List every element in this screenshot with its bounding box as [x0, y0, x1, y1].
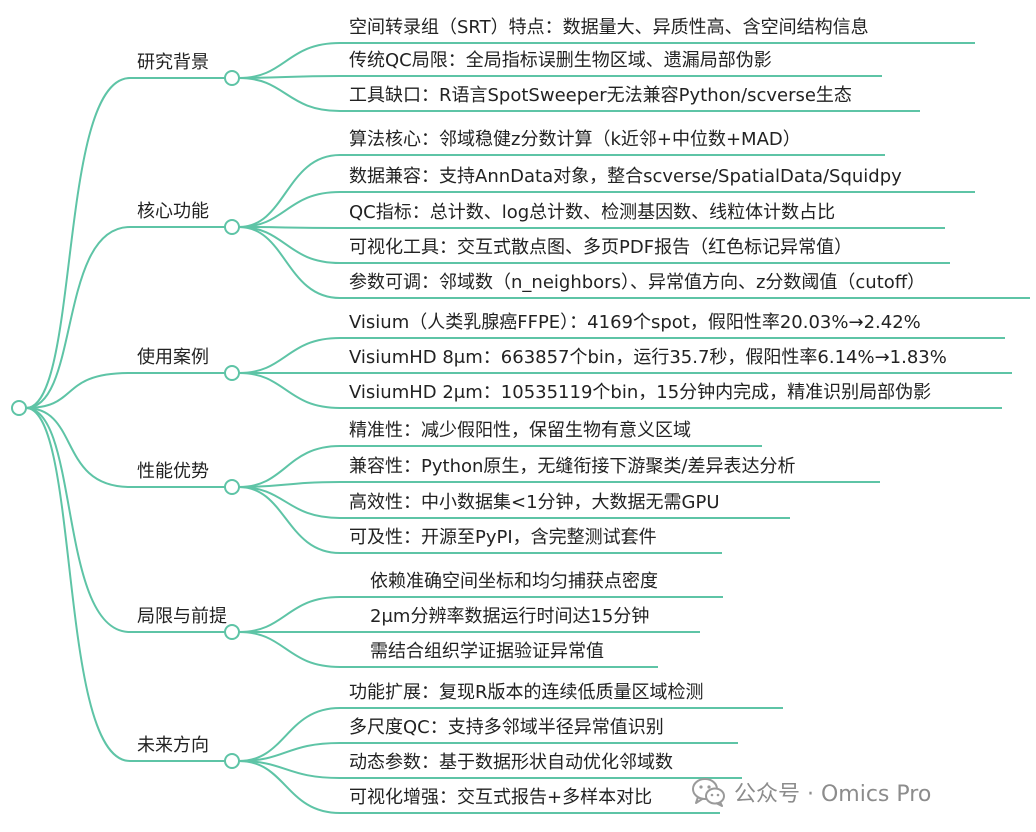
leaf-label: 参数可调：邻域数（n_neighbors）、异常值方向、z分数阈值（cutoff… [349, 272, 926, 293]
branch-label: 研究背景 [137, 52, 209, 73]
leaf-connector [238, 372, 341, 409]
leaf-connector [238, 760, 341, 779]
branch-node [224, 70, 240, 86]
leaf-label: 可视化增强：交互式报告+多样本对比 [349, 787, 653, 808]
leaf-label: 兼容性：Python原生，无缝衔接下游聚类/差异表达分析 [349, 456, 796, 477]
watermark: 公众号 · Omics Pro [692, 774, 931, 810]
leaf-connector [238, 486, 341, 519]
branch-node [224, 365, 240, 381]
leaf-connector [238, 75, 341, 79]
branch-label: 核心功能 [137, 201, 209, 222]
leaf-label: Visium（人类乳腺癌FFPE）：4169个spot，假阳性率20.03%→2… [349, 312, 921, 333]
branch-label: 使用案例 [137, 347, 209, 368]
branch-node [224, 753, 240, 769]
leaf-label: 动态参数：基于数据形状自动优化邻域数 [349, 752, 673, 773]
leaf-connector [238, 77, 341, 112]
leaf-label: 需结合组织学证据验证异常值 [370, 641, 604, 662]
branch-node [224, 479, 240, 495]
leaf-label: 高效性：中小数据集<1分钟，大数据无需GPU [349, 492, 720, 513]
leaf-label: 传统QC局限：全局指标误删生物区域、遗漏局部伪影 [349, 50, 772, 71]
leaf-connector [238, 760, 341, 814]
leaf-label: 可视化工具：交互式散点图、多页PDF报告（红色标记异常值） [349, 237, 853, 258]
leaf-connector [238, 226, 341, 299]
leaf-label: QC指标：总计数、log总计数、检测基因数、线粒体计数占比 [349, 202, 836, 223]
leaf-label: VisiumHD 8μm：663857个bin，运行35.7秒，假阳性率6.14… [349, 347, 947, 368]
root-connector [25, 407, 131, 762]
leaf-label: 依赖准确空间坐标和均匀捕获点密度 [370, 571, 658, 592]
leaf-connector [238, 445, 341, 488]
root-connector [25, 226, 131, 409]
leaf-label: 算法核心：邻域稳健z分数计算（k近邻+中位数+MAD） [349, 129, 801, 150]
leaf-label: 数据兼容：支持AnnData对象，整合scverse/SpatialData/S… [349, 166, 902, 187]
branch-label: 局限与前提 [137, 606, 227, 627]
leaf-connector [238, 226, 341, 229]
leaf-connector [238, 486, 341, 554]
root-node [11, 400, 27, 416]
root-connector [25, 77, 131, 409]
leaf-label: 空间转录组（SRT）特点：数据量大、异质性高、含空间结构信息 [349, 17, 869, 38]
leaf-connector [238, 707, 341, 762]
leaf-connector [238, 337, 341, 374]
watermark-text: 公众号 · Omics Pro [734, 782, 932, 807]
leaf-connector [238, 154, 341, 228]
leaf-label: 工具缺口：R语言SpotSweeper无法兼容Python/scverse生态 [349, 85, 852, 106]
leaf-connector [238, 742, 341, 762]
leaf-label: 精准性：减少假阳性，保留生物有意义区域 [349, 420, 691, 441]
leaf-label: 功能扩展：复现R版本的连续低质量区域检测 [349, 682, 704, 703]
root-connector [25, 407, 131, 488]
leaf-label: VisiumHD 2μm：10535119个bin，15分钟内完成，精准识别局部… [349, 382, 932, 403]
branch-label: 未来方向 [137, 735, 209, 756]
leaf-label: 2μm分辨率数据运行时间达15分钟 [370, 606, 650, 627]
leaf-connector [238, 631, 341, 668]
branch-label: 性能优势 [137, 461, 209, 482]
leaf-connector [238, 42, 341, 79]
leaf-connector [238, 226, 341, 264]
wechat-icon [692, 778, 725, 807]
root-connector [25, 407, 131, 633]
branch-node [224, 624, 240, 640]
leaf-label: 多尺度QC：支持多邻域半径异常值识别 [349, 717, 664, 738]
leaf-connector [238, 191, 341, 228]
root-connector [25, 372, 131, 409]
leaf-label: 可及性：开源至PyPI，含完整测试套件 [349, 527, 657, 548]
leaf-connector [238, 481, 341, 488]
leaf-connector [238, 596, 341, 633]
branch-node [224, 219, 240, 235]
